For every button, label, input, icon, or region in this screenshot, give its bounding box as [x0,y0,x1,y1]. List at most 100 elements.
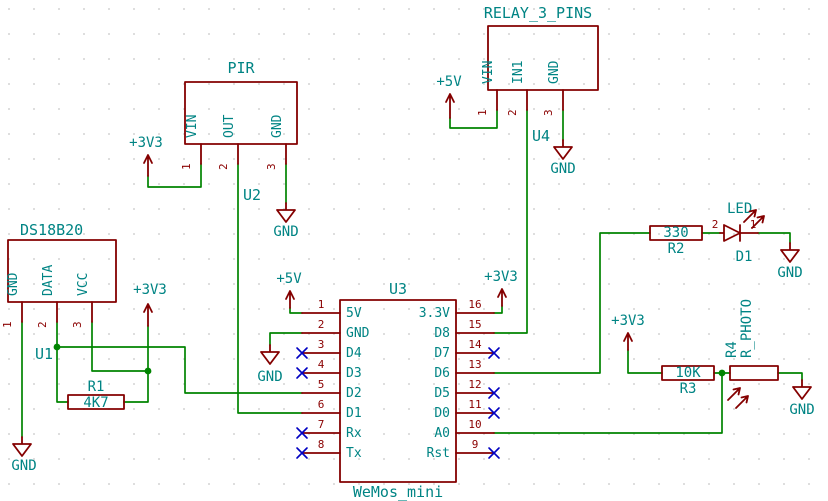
r1-ref: R1 [88,379,105,395]
ds18b20-ref: U1 [35,345,53,363]
ds18b20-pin-number: 3 [71,321,84,328]
resistor-r1[interactable]: R1 4K7 [67,379,125,411]
power-label: +3V3 [129,135,163,151]
wemos-pin-number: 15 [468,318,481,331]
ds18b20-pin-name: DATA [41,265,56,296]
no-connect-icon [488,407,500,419]
wire-wemos-5v [289,307,303,314]
gnd-label: GND [11,458,36,474]
wemos-pin-name: D4 [346,346,362,361]
power-3v3-ds18b20: +3V3 [133,282,167,327]
relay-pin-number: 3 [542,109,555,116]
wemos-pin-number: 3 [318,338,325,351]
ds18b20-pin-name: GND [6,272,21,296]
r4-value: R_PHOTO [739,299,755,358]
gnd-led: GND [777,242,803,281]
power-3v3-wemos: +3V3 [484,269,518,307]
wire-relay-in1-to-d8 [493,109,528,334]
r3-body [661,365,715,381]
light-arrows-icon [727,387,749,409]
gnd-label: GND [257,369,282,385]
pir-component[interactable]: PIR VIN OUT GND 1 2 3 U2 [180,59,298,204]
wire-r4-to-gnd [777,372,803,381]
wemos-component[interactable]: U3 1 2 3 4 5 6 7 8 5V GND D4 D3 D2 D1 Rx… [301,280,495,501]
r1-body [67,394,125,410]
led-d1[interactable]: LED 2 1 D1 [712,201,765,265]
wemos-pin-name: A0 [434,426,450,441]
ground-icon [276,202,296,223]
wemos-pin-number: 12 [468,378,481,391]
relay-title: RELAY_3_PINS [484,4,592,22]
gnd-wemos: GND [257,344,283,385]
r1-value: 4K7 [83,395,108,411]
gnd-r4: GND [789,379,815,418]
no-connect-icon [488,347,500,359]
power-label: +3V3 [133,282,167,298]
wire-a0-to-divider [493,372,723,434]
wire-led-to-gnd [757,232,791,244]
power-up-arrow-icon [497,288,507,307]
no-connect-icon [296,347,308,359]
pir-pin-name: OUT [222,114,237,138]
wemos-pin-name: D0 [434,406,450,421]
r2-value: 330 [663,225,688,241]
junction-dot [718,369,726,377]
pir-pin-stubs [200,143,287,165]
relay-body [487,25,599,91]
ground-icon [553,139,573,160]
relay-pin-name: GND [547,60,562,84]
wemos-pin-name: D1 [346,406,362,421]
pir-pin-name: VIN [185,115,200,138]
ds18b20-body [7,239,117,303]
gnd-pir: GND [273,202,299,240]
led-pin-number: 1 [750,218,757,231]
relay-pin-name: VIN [481,61,496,84]
wemos-pin-number: 5 [318,378,325,391]
power-up-arrow-icon [623,332,633,351]
r2-body [649,225,703,241]
no-connect-icon [296,447,308,459]
wire-5v-to-relay-vin [449,109,498,129]
r3-value: 10K [675,365,701,381]
junction-dot [144,367,152,375]
ground-icon [260,344,280,365]
r3-ref: R3 [680,381,697,397]
resistor-r3[interactable]: 10K R3 [661,365,715,397]
power-up-arrow-icon [143,303,153,327]
wemos-pin-number: 9 [472,438,479,451]
wemos-pin-number: 2 [318,318,325,331]
ground-icon [12,436,32,457]
relay-pin-number: 1 [476,109,489,116]
pir-ref: U2 [243,186,261,204]
led-pin-number: 2 [712,218,719,231]
wire-wemos-3v3 [493,305,503,314]
no-connect-icon [488,387,500,399]
photoresistor-r4[interactable]: R4 R_PHOTO [724,299,779,409]
pir-pin-number: 3 [265,163,278,170]
ds18b20-component[interactable]: DS18B20 GND DATA VCC 1 2 3 U1 [1,221,117,363]
wemos-pin-number: 7 [318,418,325,431]
relay-component[interactable]: RELAY_3_PINS VIN IN1 GND 1 2 3 U4 [476,4,599,145]
wire-vcc-3v3-net [91,321,149,403]
power-up-arrow-icon [285,290,295,309]
wemos-pin-name: GND [346,326,370,341]
wemos-pin-name: D6 [434,366,450,381]
wemos-pin-number: 1 [318,298,325,311]
pir-pin-number: 1 [180,163,193,170]
wire-3v3-to-pir-vin [147,163,202,188]
no-connect-icon [296,367,308,379]
led-value: LED [727,201,752,217]
relay-pin-stubs [496,89,564,111]
wemos-pin-number: 13 [468,358,481,371]
gnd-relay: GND [550,139,576,177]
wire-d6-to-r2 [493,232,651,374]
gnd-label: GND [550,161,575,177]
power-label: +5V [276,271,302,287]
ds18b20-pin-name: VCC [76,273,91,296]
wemos-pin-number: 8 [318,438,325,451]
wemos-pin-name: Rx [346,426,362,441]
r4-ref: R4 [724,341,740,358]
resistor-r2[interactable]: 330 R2 [649,225,703,257]
